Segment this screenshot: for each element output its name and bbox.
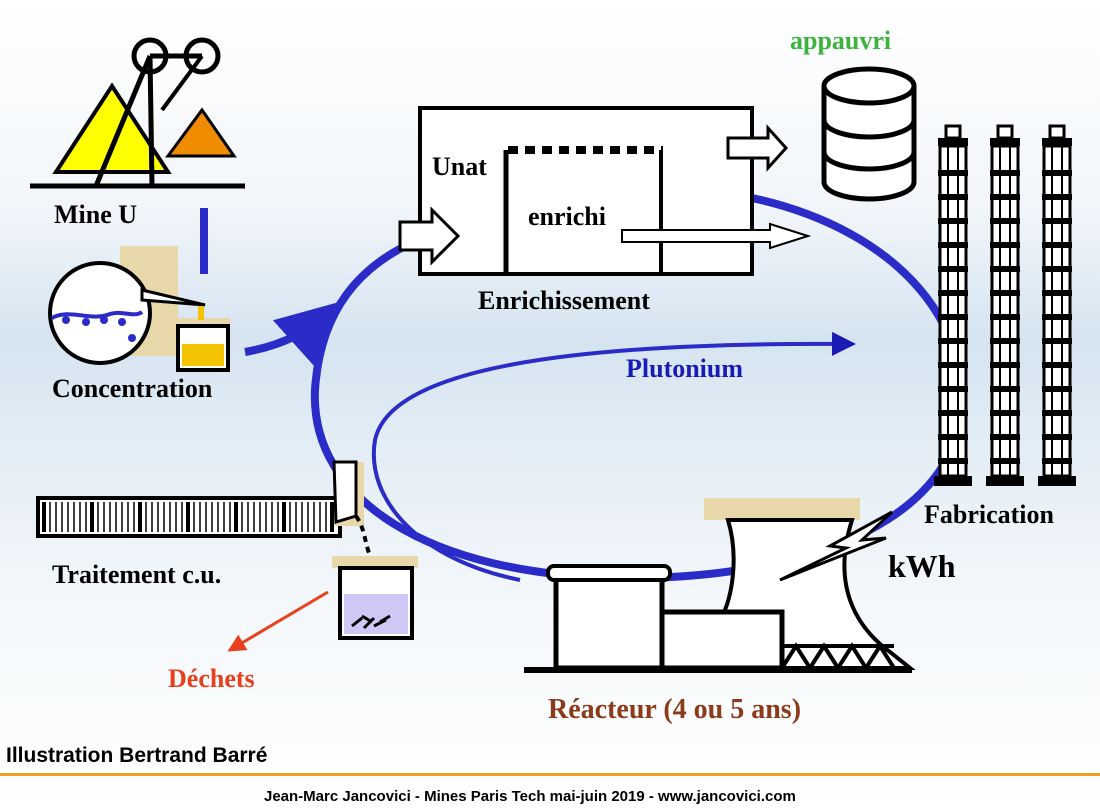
label-appauvri: appauvri [790, 26, 892, 55]
label-concentration: Concentration [52, 374, 213, 403]
spacer-grid [1042, 314, 1072, 320]
spacer-grid [938, 410, 968, 416]
mine-icon [30, 37, 245, 189]
dechets-arrow [227, 590, 329, 652]
spacer-grid [938, 362, 968, 368]
spacer-grid [990, 242, 1020, 248]
spacer-grids [938, 170, 1072, 464]
spacer-grid [1042, 362, 1072, 368]
reprocessing-icon [36, 460, 418, 640]
label-traitement: Traitement c.u. [52, 560, 222, 589]
plutonium-loop [371, 331, 856, 582]
label-kwh: kWh [888, 548, 956, 584]
illustration-credit: Illustration Bertrand Barré [6, 744, 268, 767]
spacer-grid [938, 290, 968, 296]
spacer-grid [938, 386, 968, 392]
spacer-grid [938, 458, 968, 464]
spacer-grid [938, 338, 968, 344]
spacer-grid [1042, 386, 1072, 392]
spacer-grid [990, 290, 1020, 296]
spacer-grid [1042, 218, 1072, 224]
spacer-grid [990, 386, 1020, 392]
spacer-grid [990, 194, 1020, 200]
footer-source: Jean-Marc Jancovici - Mines Paris Tech m… [264, 788, 796, 805]
spacer-grid [938, 266, 968, 272]
label-reacteur: Réacteur (4 ou 5 ans) [548, 694, 802, 725]
label-fabrication: Fabrication [924, 500, 1054, 529]
spacer-grid [990, 314, 1020, 320]
spacer-grid [1042, 290, 1072, 296]
spacer-grid [990, 362, 1020, 368]
depleted-uranium-storage-icon [821, 66, 917, 202]
fuel-assemblies [934, 124, 1076, 486]
spacer-grid [938, 170, 968, 176]
spacer-grid [990, 458, 1020, 464]
spacer-grid [938, 194, 968, 200]
spacer-grid [938, 242, 968, 248]
enrichment-plant-icon [398, 106, 812, 276]
spacer-grid [938, 314, 968, 320]
spacer-grid [1042, 266, 1072, 272]
label-unat: Unat [432, 152, 487, 181]
label-dechets: Déchets [168, 664, 255, 693]
spacer-grid [1042, 242, 1072, 248]
fuel-assembly-1 [934, 124, 972, 486]
spacer-grid [1042, 458, 1072, 464]
label-plutonium: Plutonium [626, 354, 744, 383]
footer-divider [0, 773, 1100, 776]
spacer-grid [1042, 434, 1072, 440]
label-enrichi: enrichi [528, 202, 606, 231]
spacer-grid [990, 170, 1020, 176]
spacer-grid [1042, 170, 1072, 176]
mine-to-concentration-link [200, 208, 208, 274]
cycle-concentration-arrow [244, 301, 342, 368]
spacer-grid [938, 434, 968, 440]
spacer-grid [990, 218, 1020, 224]
spacer-grid [990, 266, 1020, 272]
concentration-icon [48, 246, 230, 372]
spacer-grid [990, 338, 1020, 344]
spacer-grid [1042, 338, 1072, 344]
spacer-grid [938, 218, 968, 224]
fuel-assembly-3 [1038, 124, 1076, 486]
reactor-icon [524, 498, 916, 673]
label-mine: Mine U [54, 200, 138, 229]
spacer-grid [1042, 410, 1072, 416]
spacer-grid [990, 410, 1020, 416]
label-enrichissement: Enrichissement [478, 286, 650, 315]
fuel-assembly-2 [986, 124, 1024, 486]
spacer-grid [1042, 194, 1072, 200]
spacer-grid [990, 434, 1020, 440]
